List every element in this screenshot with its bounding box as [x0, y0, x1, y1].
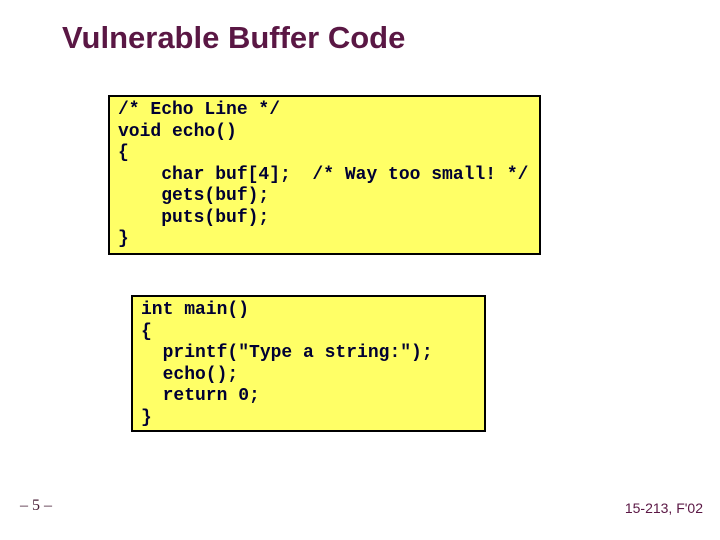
code-line: echo();	[141, 364, 239, 385]
code-line: {	[141, 321, 152, 342]
slide-course-label: 15-213, F'02	[624, 500, 703, 516]
code-line: gets(buf);	[118, 186, 270, 206]
slide-page-number: – 5 –	[20, 497, 52, 514]
code-line: {	[118, 143, 129, 163]
code-line: return 0;	[141, 386, 260, 406]
code-line: printf("Type a string:");	[141, 343, 433, 363]
code-line: puts(buf);	[118, 207, 270, 228]
code-line: void echo()	[118, 121, 237, 142]
code-line: int main()	[141, 300, 250, 320]
slide-title: Vulnerable Buffer Code	[62, 20, 406, 55]
code-line: /* Echo Line */	[118, 100, 281, 120]
code-line: }	[141, 407, 152, 428]
code-box-main: int main() { printf("Type a string:"); e…	[131, 295, 486, 432]
code-line: }	[118, 229, 129, 249]
code-line: char buf[4]; /* Way too small! */	[118, 164, 529, 185]
code-box-echo: /* Echo Line */ void echo() { char buf[4…	[108, 95, 541, 255]
